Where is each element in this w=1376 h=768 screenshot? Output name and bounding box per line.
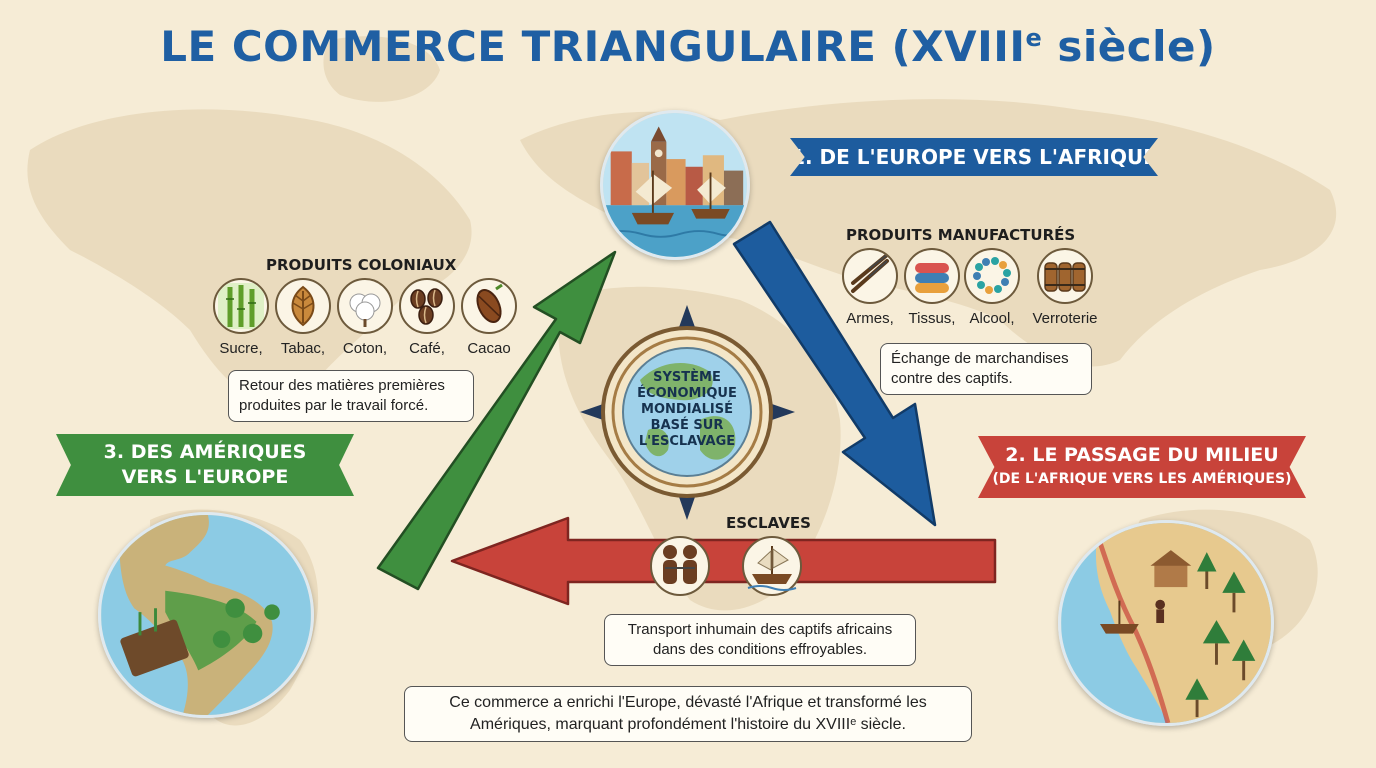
muskets-icon (842, 248, 898, 304)
route2-ribbon-main: 2. LE PASSAGE DU MILIEU (1005, 444, 1279, 466)
note-line: Retour des matières premières (239, 377, 445, 394)
barrels-icon (1037, 248, 1093, 304)
center-line: SYSTÈME (653, 370, 721, 385)
cotton-icon (337, 278, 393, 334)
list-item: Coton, (334, 278, 396, 357)
route-arrow-africa-americas (450, 516, 997, 606)
route2-ribbon-sub: (DE L'AFRIQUE VERS LES AMÉRIQUES) (992, 471, 1292, 487)
beads-icon (964, 248, 1020, 304)
center-line: MONDIALISÉ (641, 402, 733, 417)
list-item-label: Cacao (467, 340, 511, 357)
note-line: produites par le travail forcé. (239, 397, 429, 414)
list-item: Verroterie (1022, 248, 1108, 327)
captives-icon (650, 536, 710, 596)
note-line: Échange de marchandises (891, 350, 1069, 367)
list-item: Cacao (458, 278, 520, 357)
list-item-label: Tissus, (908, 310, 956, 327)
coffee-beans-icon (399, 278, 455, 334)
cacao-pod-icon (461, 278, 517, 334)
route3-ribbon-line2: VERS L'EUROPE (121, 466, 289, 488)
list-item: Armes, (838, 248, 902, 327)
sugar-field (120, 619, 189, 677)
route3-ribbon-line1: 3. DES AMÉRIQUES (103, 441, 307, 463)
route3-ribbon: 3. DES AMÉRIQUES VERS L'EUROPE (56, 434, 354, 496)
note-line: contre des captifs. (891, 370, 1013, 387)
slave-ship-icon (742, 536, 802, 596)
center-system-label: SYSTÈME ÉCONOMIQUE MONDIALISÉ BASÉ SUR L… (612, 370, 762, 450)
middle-passage-note: Transport inhumain des captifs africains… (604, 614, 916, 666)
note-line: Transport inhumain des captifs africains (627, 621, 893, 638)
compass-icon (580, 305, 795, 520)
conclusion-box: Ce commerce a enrichi l'Europe, dévasté … (404, 686, 972, 742)
manufactured-products-note: Échange de marchandises contre des capti… (880, 343, 1092, 395)
route2-ribbon: 2. LE PASSAGE DU MILIEU (DE L'AFRIQUE VE… (978, 436, 1306, 498)
africa-coast-globe (1058, 520, 1274, 726)
page-title: LE COMMERCE TRIANGULAIRE (XVIIIe siècle) (0, 22, 1376, 71)
list-item-label: Verroterie (1032, 310, 1098, 327)
list-item-label: Tabac, (280, 340, 326, 357)
colonial-products-list: Sucre, Tabac, Coton, Café, Cacao (210, 278, 520, 357)
tobacco-leaf-icon (275, 278, 331, 334)
fabric-rolls-icon (904, 248, 960, 304)
route-arrow-americas-europe (376, 250, 617, 591)
route1-ribbon: 1. DE L'EUROPE VERS L'AFRIQUE (790, 138, 1158, 176)
center-line: BASÉ SUR (650, 418, 724, 433)
list-item: Tissus, (902, 248, 962, 327)
list-item-label: Café, (409, 340, 445, 357)
title-end: siècle) (1042, 22, 1216, 71)
list-item: Sucre, (210, 278, 272, 357)
title-main: LE COMMERCE TRIANGULAIRE (XVIII (160, 22, 1026, 71)
list-item-label: Armes, (846, 310, 894, 327)
list-item-label: Coton, (342, 340, 388, 357)
colonial-products-note: Retour des matières premières produites … (228, 370, 474, 422)
conclusion-line: Ce commerce a enrichi l'Europe, dévasté … (449, 694, 927, 711)
title-superscript: e (1025, 24, 1043, 52)
note-line: dans des conditions effroyables. (652, 641, 868, 658)
colonial-products-title: PRODUITS COLONIAUX (266, 256, 457, 274)
conclusion-line: Amériques, marquant profondément l'histo… (470, 716, 906, 733)
manufactured-products-title: PRODUITS MANUFACTURÉS (846, 226, 1076, 244)
center-line: ÉCONOMIQUE (637, 386, 737, 401)
list-item: Alcool, (962, 248, 1022, 327)
europe-port-globe (600, 110, 750, 260)
center-line: L'ESCLAVAGE (638, 434, 736, 449)
americas-plantation-globe (98, 512, 314, 718)
list-item: Tabac, (272, 278, 334, 357)
manufactured-products-list: Armes, Tissus, Alcool, Verroterie (838, 248, 1108, 327)
route-arrow-europe-africa (732, 220, 937, 527)
list-item-label: Alcool, (969, 310, 1015, 327)
list-item: Café, (396, 278, 458, 357)
list-item-label: Sucre, (219, 340, 263, 357)
sugar-cane-icon (213, 278, 269, 334)
slaves-title: ESCLAVES (726, 514, 811, 532)
